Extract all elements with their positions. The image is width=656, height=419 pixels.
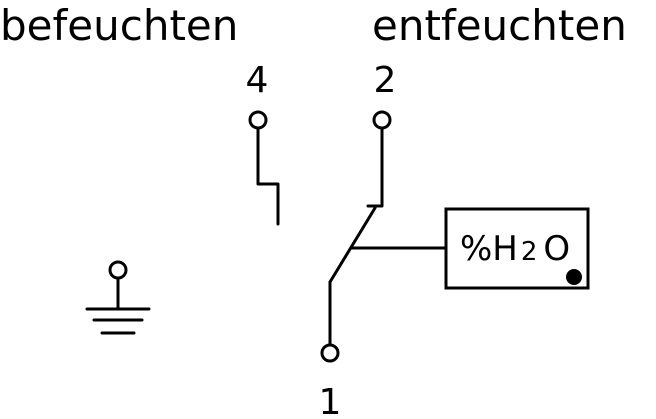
terminal-1-label: 1 bbox=[319, 382, 342, 419]
entfeuchten-label: entfeuchten bbox=[372, 1, 627, 50]
contact-2-wire bbox=[366, 126, 384, 208]
terminal-2-label: 2 bbox=[374, 60, 397, 101]
contact-4-wire bbox=[256, 126, 280, 226]
terminal-4-label: 4 bbox=[246, 60, 269, 101]
terminal-1-connector bbox=[320, 343, 340, 363]
sensor-dot bbox=[566, 269, 582, 285]
terminal-4-connector bbox=[248, 110, 268, 130]
humidity-sensor-box bbox=[444, 207, 590, 290]
terminal-2-connector bbox=[372, 110, 392, 130]
switch-blade bbox=[328, 206, 377, 284]
befeuchten-label: befeuchten bbox=[0, 1, 238, 50]
ground-terminal bbox=[108, 260, 128, 280]
